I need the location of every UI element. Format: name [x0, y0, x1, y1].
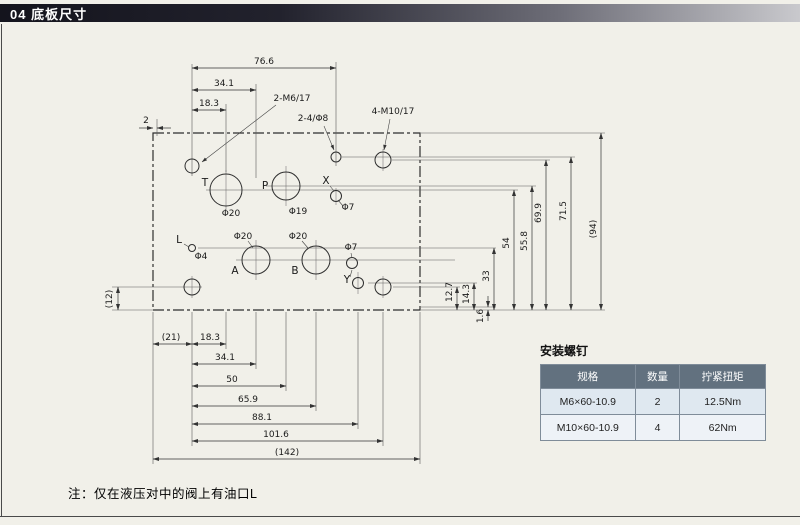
port-circle-b	[301, 245, 331, 275]
dia-label-l: Φ4	[195, 252, 208, 262]
table-header-row: 规格 数量 拧紧扭矩	[540, 364, 766, 389]
mounting-screw-table: 规格 数量 拧紧扭矩 M6×60-10.9 2 12.5Nm M10×60-10…	[540, 364, 766, 441]
dia-label-b: Φ20	[289, 232, 308, 242]
cell-qty-m10: 4	[634, 414, 681, 441]
col-header-qty: 数量	[634, 364, 681, 389]
dim-right-55-8: 55.8	[520, 231, 530, 251]
port-label-b: B	[291, 265, 298, 277]
mounting-screw-section: 安装螺钉 规格 数量 拧紧扭矩 M6×60-10.9 2 12.5Nm M10×…	[540, 342, 766, 441]
dim-left-12: (12)	[105, 290, 115, 308]
cell-torque-m6: 12.5Nm	[679, 388, 766, 415]
dia-label-t: Φ20	[222, 209, 241, 219]
dim-bottom-18-3: 18.3	[200, 333, 220, 343]
callout-m6: 2-M6/17	[274, 94, 311, 104]
dim-right-54: 54	[502, 237, 512, 249]
dim-right-69-9: 69.9	[534, 203, 544, 223]
dia-label-a: Φ20	[234, 232, 253, 242]
port-label-l: L	[176, 234, 182, 246]
cell-torque-m10: 62Nm	[679, 414, 766, 441]
callout-phi8: 2-4/Φ8	[298, 114, 329, 124]
cell-spec-m10: M10×60-10.9	[540, 414, 636, 441]
cell-spec-m6: M6×60-10.9	[540, 388, 636, 415]
dim-top-2: 2	[143, 116, 149, 126]
port-circle-a	[241, 245, 271, 275]
hole-m10-bottomleft	[183, 278, 201, 296]
port-circle-x	[330, 190, 342, 202]
table-title: 安装螺钉	[540, 344, 589, 358]
dim-right-14-3: 14.3	[462, 284, 472, 304]
hole-phi8-top	[330, 151, 342, 163]
callout-m10: 4-M10/17	[372, 107, 415, 117]
dim-bottom-88-1: 88.1	[252, 413, 272, 423]
dim-right-33: 33	[482, 270, 492, 281]
dim-right-12-7: 12.7	[445, 282, 455, 302]
hole-phi8-bottom	[352, 277, 364, 289]
frame-left-border	[1, 24, 2, 516]
dim-right-71-5: 71.5	[559, 201, 569, 221]
dim-bottom-50: 50	[226, 375, 238, 385]
leader-lines	[183, 104, 391, 278]
dim-top-76-6: 76.6	[254, 57, 274, 67]
plate-outline	[152, 132, 421, 311]
port-label-t: T	[201, 177, 209, 189]
hole-m10-topright	[374, 151, 392, 169]
dim-top-18-3: 18.3	[199, 99, 219, 109]
col-header-spec: 规格	[540, 364, 636, 389]
page-title: 04 底板尺寸	[10, 6, 88, 22]
col-header-torque: 拧紧扭矩	[679, 364, 766, 389]
port-circle-t	[209, 173, 243, 207]
dia-label-p: Φ19	[289, 207, 308, 217]
port-label-p: P	[262, 180, 268, 192]
dim-bottom-65-9: 65.9	[238, 395, 258, 405]
port-label-y: Y	[343, 274, 351, 286]
frame-bottom-border	[0, 516, 800, 517]
table-row: M6×60-10.9 2 12.5Nm	[540, 388, 766, 415]
port-label-a: A	[231, 265, 239, 277]
centerline-ticks	[191, 149, 384, 298]
dim-left-21: (21)	[162, 333, 180, 343]
footnote: 注：仅在液压对中的阀上有油口L	[68, 487, 258, 501]
port-circle-l	[188, 244, 196, 252]
cell-qty-m6: 2	[634, 388, 681, 415]
extension-lines	[112, 62, 605, 464]
section-header-bar: 04 底板尺寸	[0, 4, 800, 22]
table-row: M10×60-10.9 4 62Nm	[540, 414, 766, 441]
dim-bottom-101-6: 101.6	[263, 430, 289, 440]
dim-top-34-1: 34.1	[214, 79, 234, 89]
hole-m6-topleft	[184, 158, 200, 174]
dimension-lines	[115, 65, 604, 462]
dim-bottom-34-1: 34.1	[215, 353, 235, 363]
dim-right-94: (94)	[589, 220, 599, 238]
dim-bottom-142: (142)	[275, 448, 299, 458]
hole-m10-bottomright	[374, 278, 392, 296]
dia-label-x: Φ7	[342, 203, 355, 213]
plate-holes	[183, 151, 392, 296]
port-circle-y	[346, 257, 358, 269]
port-label-x: X	[322, 175, 329, 187]
dim-right-1-6: 1.6	[476, 309, 486, 324]
dia-label-y: Φ7	[345, 243, 358, 253]
port-circle-p	[271, 171, 301, 201]
